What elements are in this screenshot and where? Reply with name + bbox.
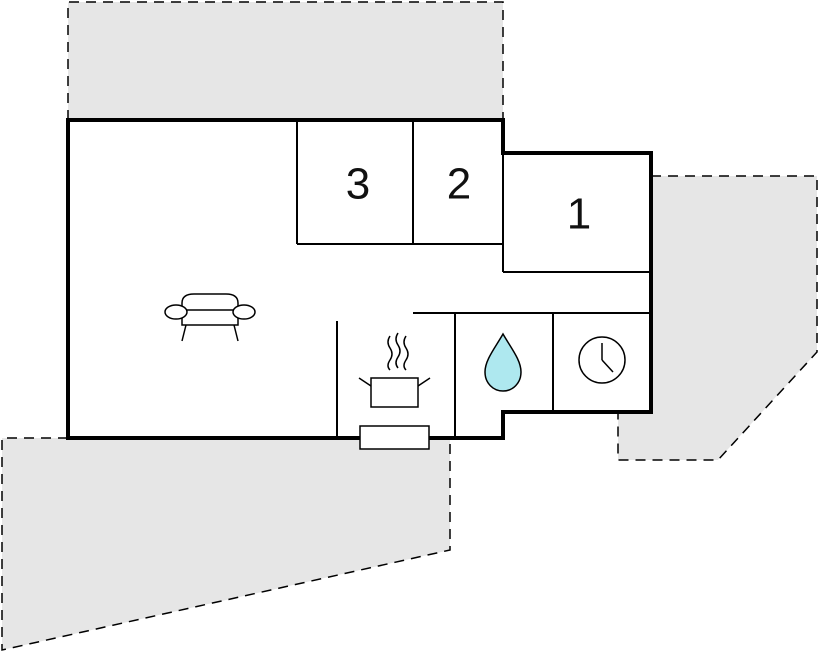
- sofa-icon: [164, 293, 256, 342]
- terrace-top: [67, 1, 504, 120]
- room-label-1: 1: [567, 190, 591, 239]
- water-drop-icon: [484, 332, 522, 392]
- kitchen-counter: [359, 425, 430, 450]
- cooking-pot-icon: [358, 332, 431, 408]
- room-label-2: 2: [447, 160, 471, 209]
- clock-icon: [578, 336, 626, 384]
- room-label-3: 3: [346, 160, 370, 209]
- terrace-bottom-left: [1, 437, 451, 651]
- interior-walls: [296, 120, 651, 438]
- terrace-right: [617, 175, 818, 461]
